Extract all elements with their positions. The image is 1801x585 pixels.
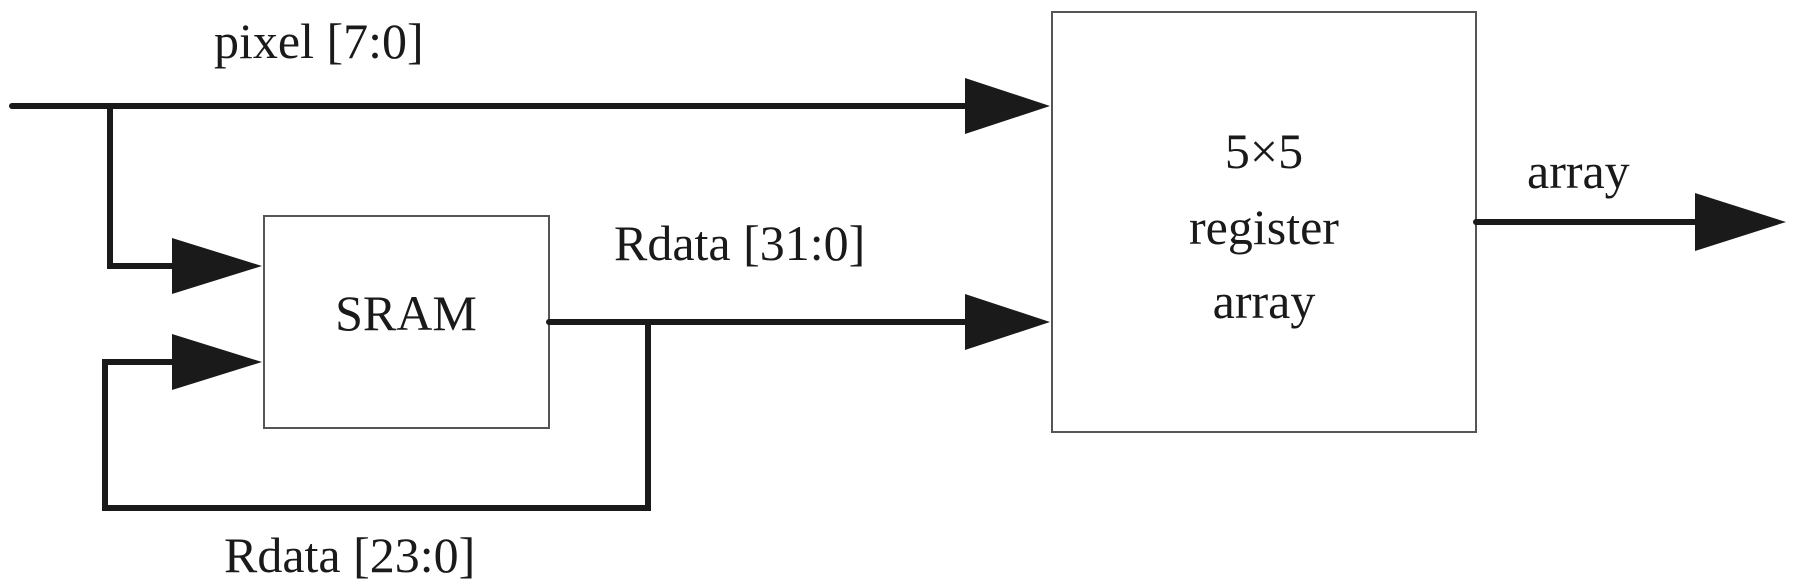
- rdata-23-label: Rdata [23:0]: [224, 527, 475, 583]
- sram-label: SRAM: [335, 285, 477, 341]
- rdata-31-label: Rdata [31:0]: [614, 215, 865, 271]
- register-array-label-line1: 5×5: [1225, 123, 1303, 179]
- rdata-23-feedback-wire: [102, 319, 651, 511]
- pixel-input-label: pixel [7:0]: [214, 13, 424, 69]
- sram-block: [263, 215, 550, 429]
- array-output-label: array: [1527, 143, 1630, 199]
- register-array-label-line2: register: [1189, 199, 1339, 255]
- register-array-block: [1051, 11, 1477, 433]
- pixel-to-sram-wire: [107, 103, 181, 269]
- pixel-input-arrowhead: [965, 78, 1050, 134]
- array-output-arrowhead: [1695, 193, 1786, 251]
- rdata-31-arrowhead: [965, 294, 1050, 350]
- feedback-to-sram-arrowhead: [172, 334, 262, 390]
- register-array-label-line3: array: [1213, 273, 1316, 329]
- pixel-to-sram-arrowhead: [172, 238, 262, 294]
